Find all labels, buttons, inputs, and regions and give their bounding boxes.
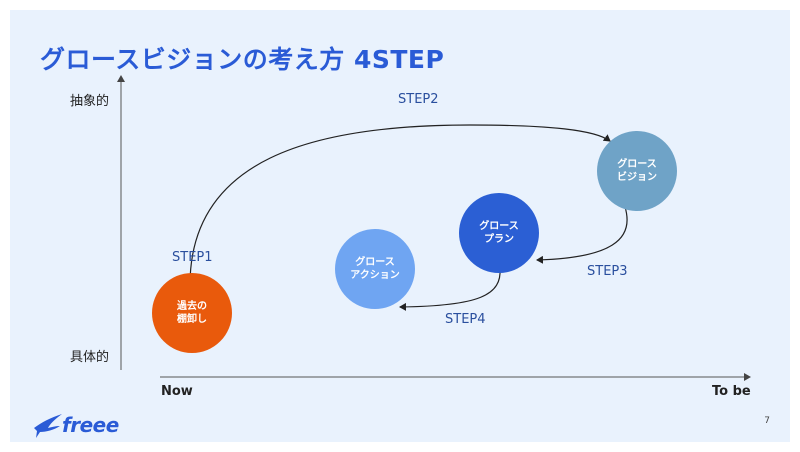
step3-label: STEP3	[587, 264, 628, 279]
diagram-arrows	[117, 75, 751, 381]
growth-plan-label: グロース プラン	[479, 220, 519, 246]
growth-action-circle: グロース アクション	[335, 229, 415, 309]
growth-vision-label: グロース ビジョン	[617, 158, 657, 184]
growth-action-label: グロース アクション	[350, 256, 400, 282]
step4-label: STEP4	[445, 312, 486, 327]
step4-arrow	[399, 267, 501, 311]
x-axis-right-label: To be	[712, 384, 751, 399]
step2-label: STEP2	[398, 92, 439, 107]
growth-vision-circle: グロース ビジョン	[597, 131, 677, 211]
y-axis-bottom-label: 具体的	[70, 350, 110, 365]
page-number: 7	[764, 416, 770, 426]
slide-title: グロースビジョンの考え方 4STEP	[40, 45, 445, 74]
logo-text: freee	[62, 413, 119, 437]
bird-icon	[34, 414, 62, 438]
freee-logo: freee	[32, 412, 122, 442]
growth-plan-circle: グロース プラン	[459, 193, 539, 273]
x-axis-left-label: Now	[161, 384, 193, 399]
step2-arrow	[189, 124, 611, 286]
past-inventory-label: 過去の 棚卸し	[177, 300, 207, 326]
slide: グロースビジョンの考え方 4STEP 抽象的 具体的 Now To be STE…	[10, 10, 790, 442]
step3-arrow	[536, 206, 628, 264]
past-inventory-circle: 過去の 棚卸し	[152, 273, 232, 353]
y-axis-top-label: 抽象的	[70, 94, 110, 109]
step1-label: STEP1	[172, 250, 213, 265]
